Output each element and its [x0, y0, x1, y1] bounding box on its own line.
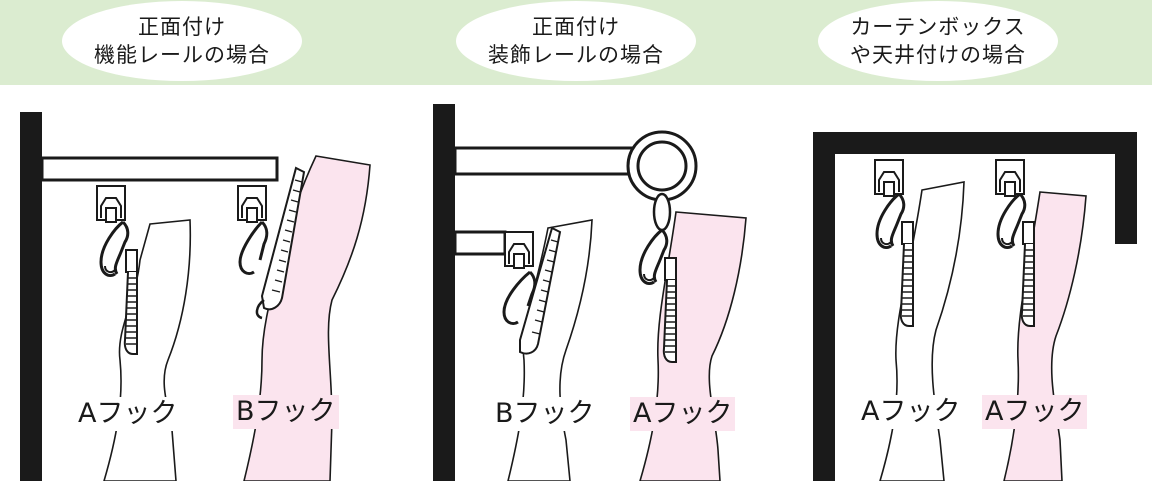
panel-2-wall [433, 104, 455, 481]
panel-1-hook-right-label: Bフック [233, 395, 339, 429]
panel-2-runner [504, 231, 534, 269]
panel-2-hook-left-label: Bフック [492, 397, 598, 431]
panel-1-hook-left [99, 220, 139, 356]
panel-1-runner-left [96, 185, 126, 223]
panel-3-curtain-right [1003, 191, 1087, 481]
panel-1-rail [40, 156, 279, 182]
panel-3-hook-right [996, 192, 1036, 328]
panel-1-title-line1: 正面付け [138, 15, 226, 39]
panel-2-title: 正面付け 装飾レールの場合 [456, 1, 696, 81]
panel-2-ring-inner [636, 140, 688, 192]
panel-2-title-line1: 正面付け [532, 15, 620, 39]
panel-3-hook-left-label: Aフック [858, 395, 964, 429]
panel-3-runner-right [995, 159, 1025, 197]
panel-3-title-line1: カーテンボックス [850, 15, 1026, 39]
panel-3-runner-left [874, 159, 904, 197]
panel-3-curtain-left [879, 181, 965, 481]
panel-3-hook-right-label: Aフック [982, 395, 1088, 429]
panel-2-curtain-right [639, 211, 747, 481]
panel-1-title: 正面付け 機能レールの場合 [62, 1, 302, 81]
panel-1-runner-right [237, 185, 267, 223]
panel-2-bracket [453, 230, 507, 256]
panel-2-title-line2: 装飾レールの場合 [488, 43, 664, 67]
panel-2-pole [453, 146, 642, 176]
panel-1-hook-left-label: Aフック [75, 397, 181, 431]
panel-2-hook-right-label: Aフック [630, 397, 736, 431]
panel-3-hook-left [875, 192, 915, 328]
panel-3-title-line2: や天井付けの場合 [850, 43, 1026, 67]
panel-1-hook-right [238, 166, 306, 320]
panel-1-title-line2: 機能レールの場合 [94, 43, 270, 67]
panel-3-title: カーテンボックス や天井付けの場合 [818, 1, 1058, 81]
panel-2-hook-left [502, 226, 562, 355]
panel-2-ring-eye [652, 192, 672, 232]
panel-1-wall [20, 112, 42, 481]
